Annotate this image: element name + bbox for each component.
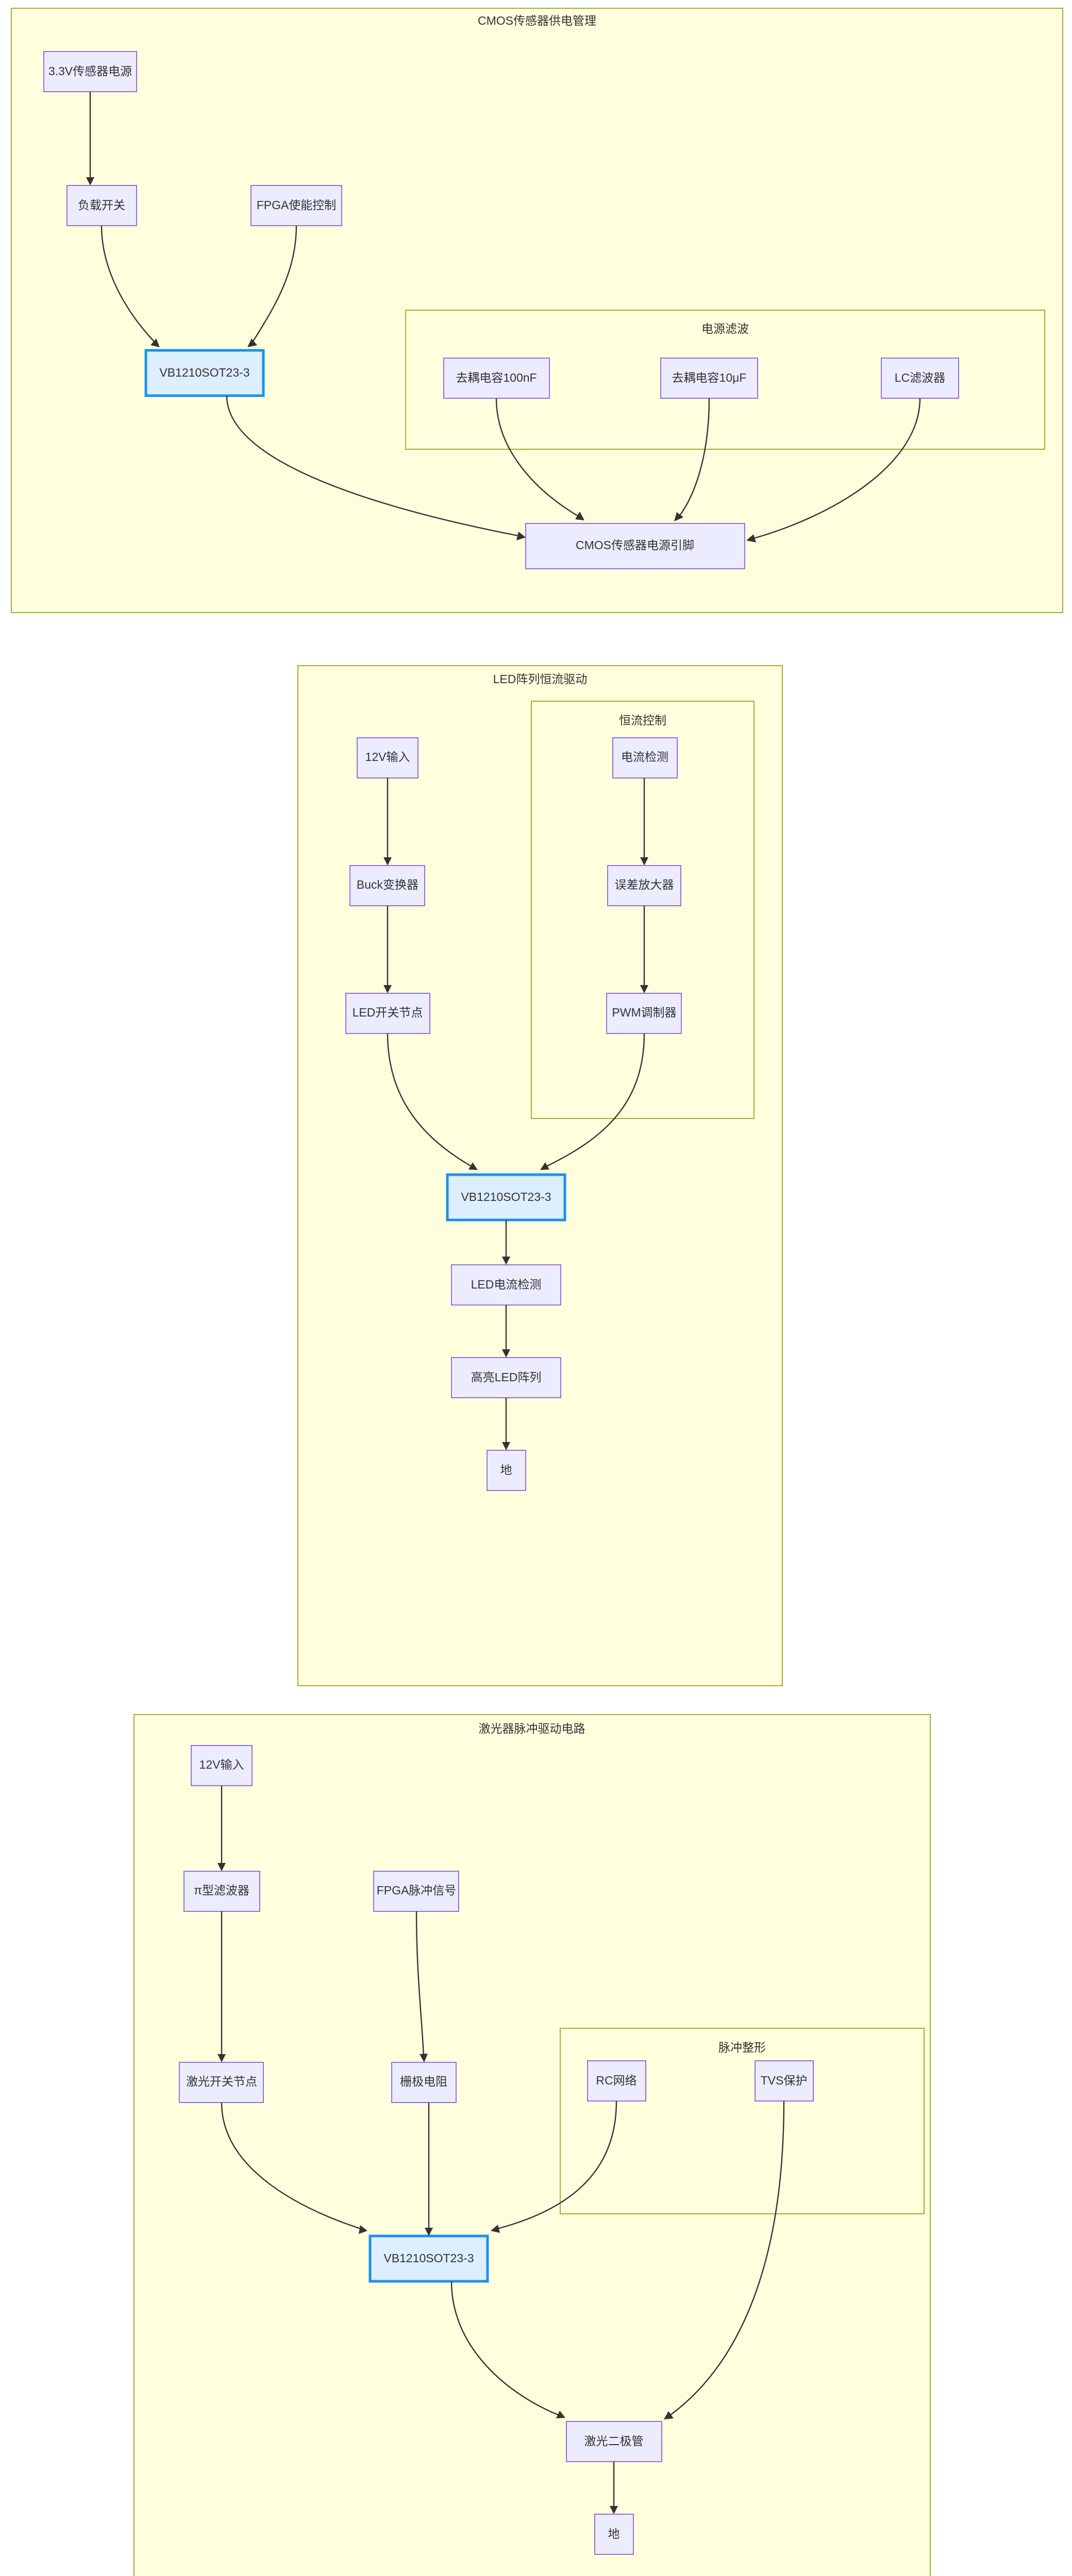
- node-label: LC滤波器: [895, 371, 945, 384]
- cluster-title-laser-driver: 激光器脉冲驱动电路: [479, 1722, 585, 1735]
- cluster-title-pulse-shaping: 脉冲整形: [718, 2041, 766, 2054]
- node-cmos-sensor-power-pin[interactable]: CMOS传感器电源引脚: [525, 523, 745, 569]
- node-label: LED电流检测: [471, 1278, 542, 1291]
- node-fpga-enable-control[interactable]: FPGA使能控制: [250, 185, 342, 226]
- node-label: 负载开关: [78, 198, 125, 212]
- node-rc-network[interactable]: RC网络: [587, 2060, 646, 2102]
- edge-12v-to-buck: [383, 778, 392, 866]
- node-fpga-pulse-signal[interactable]: FPGA脉冲信号: [373, 1871, 459, 1912]
- node-label: 激光二极管: [584, 2434, 644, 2448]
- node-label: CMOS传感器电源引脚: [576, 538, 694, 552]
- node-label: 12V输入: [199, 1758, 244, 1771]
- edge-3v3-to-load-switch: [86, 92, 94, 185]
- node-decoupling-cap-100nf[interactable]: 去耦电容100nF: [443, 358, 550, 399]
- node-decoupling-cap-10uf[interactable]: 去耦电容10μF: [660, 358, 758, 399]
- node-ground-laser[interactable]: 地: [594, 2514, 634, 2555]
- node-label: 栅极电阻: [400, 2075, 447, 2088]
- node-ground-led[interactable]: 地: [487, 1450, 526, 1491]
- node-current-sense[interactable]: 电流检测: [612, 737, 678, 778]
- node-led-switch-node[interactable]: LED开关节点: [345, 993, 430, 1034]
- edge-vb1210-to-laser-diode: [450, 2281, 565, 2418]
- edge-error-amp-to-pwm: [640, 906, 648, 993]
- section-cmos-power: CMOS传感器供电管理 电源滤波 3.3V传感器电源 负载开关 FPGA使能控制…: [11, 8, 1063, 613]
- edge-buck-to-led-switch: [383, 906, 392, 993]
- section-led-driver: LED阵列恒流驱动 恒流控制 12V输入 Buck变换器 LED开关节点 电流检…: [297, 665, 783, 1686]
- node-buck-converter[interactable]: Buck变换器: [349, 865, 425, 906]
- edge-led-current-sense-to-array: [502, 1305, 510, 1358]
- node-label: RC网络: [596, 2074, 636, 2087]
- node-label: FPGA脉冲信号: [377, 1884, 457, 1897]
- node-label: TVS保护: [761, 2074, 808, 2087]
- edge-cap10uf-to-cmos-pin: [674, 398, 710, 521]
- node-label: 激光开关节点: [186, 2075, 257, 2088]
- edge-cap100nf-to-cmos-pin: [495, 398, 584, 520]
- node-load-switch[interactable]: 负载开关: [66, 185, 137, 226]
- node-pwm-modulator[interactable]: PWM调制器: [606, 993, 682, 1034]
- node-label: 地: [500, 1463, 512, 1477]
- edge-vb1210-to-cmos-pin: [226, 395, 526, 540]
- cluster-title-constant-current: 恒流控制: [619, 714, 666, 727]
- section-laser-driver: 激光器脉冲驱动电路 脉冲整形 12V输入 π型滤波器 FPGA脉冲信号 激光开关…: [133, 1714, 931, 2576]
- node-label: VB1210SOT23-3: [461, 1190, 551, 1204]
- edge-12v-to-pi-filter: [217, 1786, 226, 1871]
- node-label: 高亮LED阵列: [471, 1370, 542, 1384]
- node-label: 3.3V传感器电源: [48, 64, 132, 78]
- node-pi-filter[interactable]: π型滤波器: [183, 1871, 260, 1912]
- edge-pi-filter-to-laser-switch: [217, 1911, 226, 2062]
- cluster-title-led-driver: LED阵列恒流驱动: [493, 672, 588, 686]
- cluster-pulse-shaping: [560, 2028, 925, 2214]
- node-laser-switch-node[interactable]: 激光开关节点: [179, 2062, 264, 2103]
- edge-fpga-enable-to-vb1210: [247, 225, 297, 347]
- edge-gate-resistor-to-vb1210: [425, 2103, 433, 2236]
- node-label: 12V输入: [365, 750, 410, 764]
- node-label: 去耦电容100nF: [456, 371, 537, 384]
- edge-rc-network-to-vb1210: [491, 2100, 617, 2233]
- node-label: FPGA使能控制: [257, 198, 337, 212]
- node-label: PWM调制器: [612, 1006, 676, 1019]
- edge-vb1210-to-led-current-sense: [502, 1220, 510, 1265]
- node-label: 地: [608, 2527, 620, 2540]
- edge-current-sense-to-error-amp: [640, 778, 648, 866]
- node-error-amplifier[interactable]: 误差放大器: [607, 865, 681, 906]
- node-label: Buck变换器: [357, 878, 418, 891]
- node-tvs-protection[interactable]: TVS保护: [755, 2060, 814, 2102]
- edge-led-switch-to-vb1210: [387, 1033, 478, 1170]
- node-label: π型滤波器: [194, 1884, 249, 1897]
- node-label: LED开关节点: [353, 1006, 423, 1019]
- node-label: 误差放大器: [615, 878, 674, 891]
- node-3v3-sensor-supply[interactable]: 3.3V传感器电源: [43, 51, 137, 92]
- edge-laser-diode-to-ground: [610, 2462, 618, 2514]
- node-lc-filter[interactable]: LC滤波器: [881, 358, 959, 399]
- node-vb1210sot23-3-laser[interactable]: VB1210SOT23-3: [368, 2234, 489, 2283]
- node-led-current-sense[interactable]: LED电流检测: [451, 1264, 561, 1306]
- node-high-brightness-led-array[interactable]: 高亮LED阵列: [451, 1357, 561, 1398]
- node-vb1210sot23-3-cmos[interactable]: VB1210SOT23-3: [144, 349, 265, 397]
- edge-lc-filter-to-cmos-pin: [746, 398, 921, 543]
- node-gate-resistor[interactable]: 栅极电阻: [391, 2062, 457, 2103]
- node-laser-diode[interactable]: 激光二极管: [566, 2421, 662, 2462]
- node-label: VB1210SOT23-3: [159, 366, 249, 379]
- cluster-title-cmos-power: CMOS传感器供电管理: [478, 14, 596, 27]
- node-12v-input-laser[interactable]: 12V输入: [191, 1745, 253, 1786]
- node-label: VB1210SOT23-3: [383, 2251, 474, 2265]
- node-label: 电流检测: [621, 750, 668, 764]
- node-12v-input-led[interactable]: 12V输入: [357, 737, 418, 778]
- edge-tvs-to-laser-diode: [664, 2100, 785, 2419]
- edge-array-to-ground: [502, 1398, 510, 1450]
- edge-load-switch-to-vb1210: [100, 225, 160, 347]
- node-vb1210sot23-3-led[interactable]: VB1210SOT23-3: [446, 1173, 566, 1222]
- edge-laser-switch-to-vb1210: [221, 2102, 367, 2234]
- edge-pwm-to-vb1210: [540, 1033, 645, 1170]
- cluster-title-power-filter: 电源滤波: [701, 322, 749, 335]
- edge-fpga-pulse-to-gate-resistor: [415, 1911, 428, 2062]
- node-label: 去耦电容10μF: [672, 371, 747, 384]
